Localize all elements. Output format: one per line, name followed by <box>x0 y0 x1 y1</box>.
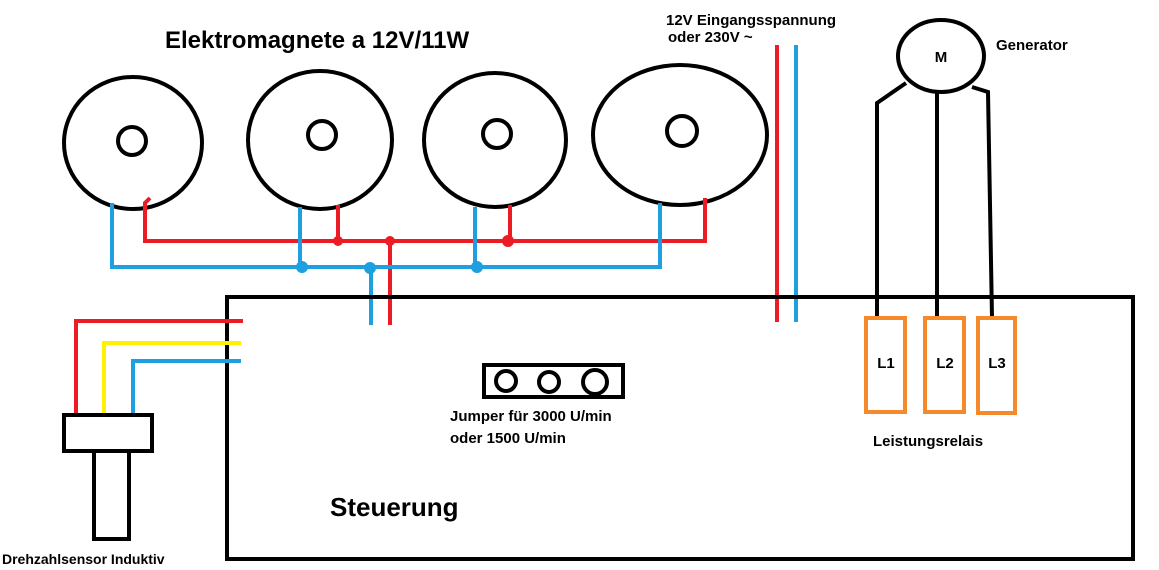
sensor-wire-yellow <box>102 341 241 414</box>
jumper-label-line1: Jumper für 3000 U/min <box>450 408 612 425</box>
electromagnet-3 <box>422 71 568 209</box>
power-input-label-line1: 12V Eingangsspannung <box>666 12 836 29</box>
magnet-red-bus <box>143 196 707 325</box>
relay-l1-label: L1 <box>877 355 895 372</box>
red-junctions <box>333 235 514 247</box>
generator-wires <box>875 81 994 319</box>
relay-l3: L3 <box>976 316 1017 415</box>
jumper-pin-2 <box>537 370 561 394</box>
relay-l1: L1 <box>864 316 907 414</box>
controller-box <box>225 295 1135 561</box>
sensor-wire-blue <box>131 359 241 414</box>
jumper-pin-1 <box>494 369 518 393</box>
generator: M <box>896 18 986 94</box>
magnets-title: Elektromagnete a 12V/11W <box>165 27 469 54</box>
relay-l2-label: L2 <box>936 355 954 372</box>
generator-symbol: M <box>935 49 948 66</box>
controller-label: Steuerung <box>330 492 459 522</box>
sensor-wire-red <box>74 319 243 414</box>
speed-sensor-label: Drehzahlsensor Induktiv <box>2 551 165 567</box>
jumper <box>482 363 625 399</box>
relay-l3-label: L3 <box>988 355 1006 372</box>
speed-sensor <box>62 413 154 541</box>
power-input-label-line2: oder 230V ~ <box>668 29 753 46</box>
generator-motor-icon <box>896 18 986 94</box>
electromagnet-4 <box>591 63 769 207</box>
speed-sensor-head <box>62 413 154 453</box>
speed-sensor-body <box>92 449 131 541</box>
magnet-blue-bus <box>110 203 662 325</box>
relay-l2: L2 <box>923 316 966 414</box>
electromagnet-1 <box>62 75 204 211</box>
electromagnet-2 <box>246 69 394 211</box>
blue-junctions <box>296 261 483 274</box>
jumper-label-line2: oder 1500 U/min <box>450 430 566 447</box>
jumper-pin-3 <box>581 368 609 396</box>
generator-label: Generator <box>996 37 1068 54</box>
relays-label: Leistungsrelais <box>873 433 983 450</box>
